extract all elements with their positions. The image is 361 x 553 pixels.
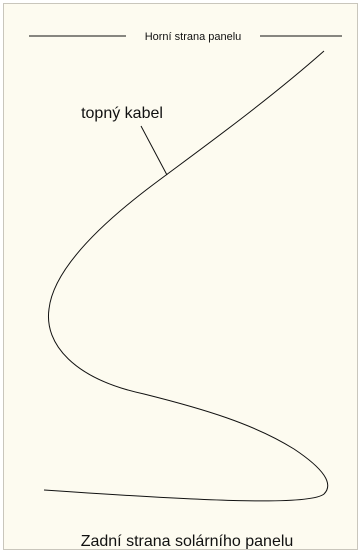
cable-label: topný kabel xyxy=(81,105,163,122)
diagram-canvas: Horní strana panelu topný kabel Zadní st… xyxy=(4,4,357,550)
cable-label-leader xyxy=(140,125,168,176)
solar-panel-back-diagram: Horní strana panelu topný kabel Zadní st… xyxy=(3,3,358,550)
top-edge-label: Horní strana panelu xyxy=(145,31,242,43)
heating-cable xyxy=(43,50,329,502)
panel-background xyxy=(4,4,357,549)
bottom-caption: Zadní strana solárního panelu xyxy=(81,533,294,550)
